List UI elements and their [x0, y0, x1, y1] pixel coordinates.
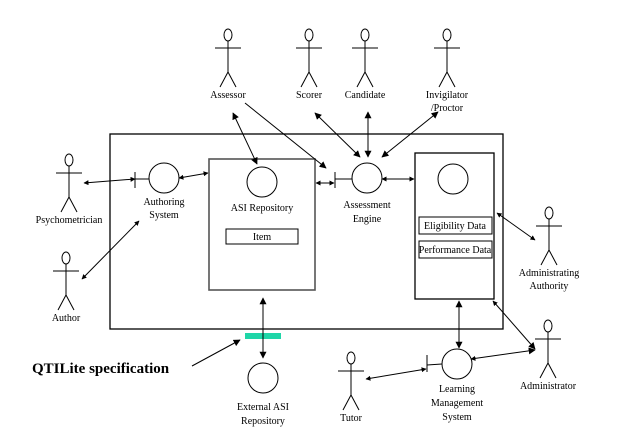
actor-label: Assessor — [210, 90, 246, 101]
actor-psychometrician: Psychometrician — [36, 153, 103, 226]
link-data-admin-authority — [496, 212, 536, 241]
actor-label: Tutor — [340, 413, 363, 424]
asi-repository-circle — [246, 166, 278, 198]
lms-label-2: Management — [431, 398, 483, 409]
actor-label: Scorer — [296, 90, 323, 101]
authoring-system-label-1: Authoring — [143, 197, 184, 208]
eligibility-data-label: Eligibility Data — [424, 221, 486, 232]
actor-head-icon — [346, 351, 356, 365]
link-data-administrator — [492, 300, 536, 350]
actor-administrator: Administrator — [520, 319, 577, 392]
assessment-engine-label-1: Assessment — [343, 200, 390, 211]
actor-label: Candidate — [345, 90, 386, 101]
link-invigilator-engine — [381, 111, 439, 158]
actor-scorer: Scorer — [296, 28, 323, 101]
actor-author: Author — [52, 251, 81, 324]
actor-head-icon — [543, 319, 553, 333]
actor-head-icon — [304, 28, 314, 42]
lms-label-1: Learning — [439, 384, 475, 395]
external-asi-repository: External ASI Repository — [237, 362, 289, 427]
actor-tutor: Tutor — [338, 351, 364, 424]
item-label: Item — [253, 232, 272, 243]
actor-head-icon — [442, 28, 452, 42]
actor-label: Authority — [530, 281, 569, 292]
link-lms-administrator — [470, 347, 536, 361]
actor-head-icon — [64, 153, 74, 167]
link-assessor-asi — [232, 112, 258, 165]
actor-invigilator: Invigilator/Proctor — [426, 28, 469, 114]
actor-label: Psychometrician — [36, 215, 103, 226]
actor-head-icon — [223, 28, 233, 42]
learner-data-circle — [437, 163, 469, 195]
actor-label: Author — [52, 313, 81, 324]
assessment-engine: Assessment Engine — [334, 162, 391, 225]
performance-data-box — [418, 240, 493, 259]
link-authoring-asi — [178, 171, 209, 180]
link-psychometrician-authoring — [83, 176, 136, 186]
link-assessor-engine — [244, 102, 327, 169]
actor-head-icon — [544, 206, 554, 220]
qtilite-spec-label: QTILite specification — [32, 361, 170, 377]
item-box — [225, 228, 299, 245]
actor-label: /Proctor — [431, 103, 464, 114]
external-asi-label-1: External ASI — [237, 402, 289, 413]
link-scorer-engine — [314, 112, 361, 158]
qtilite-pointer-arrow — [191, 339, 241, 367]
eligibility-data-box — [418, 216, 493, 235]
actor-head-icon — [61, 251, 71, 265]
asi-repository-label: ASI Repository — [231, 203, 294, 214]
performance-data-label: Performance Data — [419, 245, 492, 256]
actor-candidate: Candidate — [345, 28, 386, 101]
actor-label: Administrating — [519, 268, 580, 279]
link-tutor-lms — [365, 367, 427, 381]
learning-management-system: Learning Management System — [426, 348, 483, 423]
link-author-authoring — [81, 220, 140, 280]
assessment-engine-label-2: Engine — [353, 214, 382, 225]
actor-head-icon — [360, 28, 370, 42]
actor-assessor: Assessor — [210, 28, 246, 101]
authoring-system-label-2: System — [149, 210, 179, 221]
actor-label: Invigilator — [426, 90, 469, 101]
external-asi-label-2: Repository — [241, 416, 285, 427]
actor-label: Administrator — [520, 381, 577, 392]
lms-label-3: System — [442, 412, 472, 423]
